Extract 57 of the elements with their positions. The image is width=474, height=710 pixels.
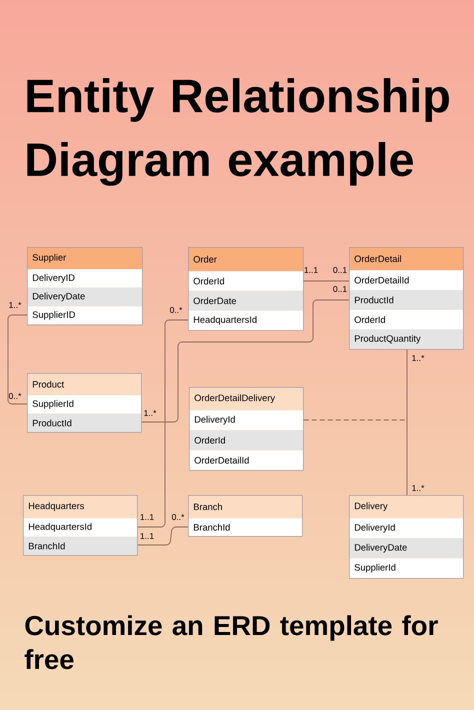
relationship-line [303,280,350,282]
table-row: ProductQuantity [349,329,464,350]
multiplicity-label: 0..* [170,307,182,313]
table-row: SupplierId [349,558,464,578]
multiplicity-label: 1..* [144,410,156,416]
entity-table [189,387,304,471]
multiplicity-label: 0..1 [333,267,347,273]
entity-table [349,495,464,579]
table-row: OrderDetailId [349,270,464,290]
title: Entity Relationship Diagram example [27,78,449,186]
entity-table [188,247,304,331]
multiplicity-label: 1..1 [140,514,154,520]
table-header: Product [27,373,142,396]
table-row: ProductId [349,290,464,310]
table-row: SupplierID [27,306,142,325]
table-row: HeadquartersId [23,518,138,537]
table-row: HeadquartersId [188,310,304,330]
entity-table [188,495,303,537]
relationship-line [406,349,408,496]
table-row: OrderId [188,271,304,291]
multiplicity-label: 0..* [8,393,22,399]
multiplicity-label: 1..1 [140,533,154,539]
relationship-line [141,300,350,422]
table-row: OrderDetailId [189,450,304,470]
multiplicity-label: 0..* [172,514,184,520]
table-row: DeliveryDate [27,288,142,306]
table-row: BranchId [188,518,302,536]
entity-table [349,247,464,350]
table-header: Delivery [349,495,464,518]
table-row: DeliveryID [27,269,142,288]
relationship-line [137,320,188,528]
entity-table [27,247,143,326]
table-row: DeliveryId [349,518,464,538]
multiplicity-label: 1..* [9,302,22,308]
multiplicity-label: 0..1 [333,286,347,292]
table-row: BranchId [23,536,138,556]
caption: Customize an ERD template for free [24,615,438,670]
table-row: OrderId [189,430,304,450]
relationship-line [8,314,28,404]
table-header: Order [188,247,304,272]
multiplicity-label: 1..1 [304,267,318,273]
table-row: ProductId [27,414,142,432]
table-row: SupplierId [27,395,142,414]
entity-table [23,495,138,556]
table-row: DeliveryDate [349,538,464,558]
multiplicity-label: 1..* [412,355,424,361]
entity-table [27,373,142,433]
table-header: Supplier [27,247,142,270]
table-row: OrderDate [188,290,304,311]
table-row: OrderId [349,310,464,330]
relationship-line [137,526,188,546]
multiplicity-label: 1..* [412,485,424,491]
table-header: OrderDetail [349,247,464,270]
table-header: Headquarters [23,495,138,518]
table-header: OrderDetailDelivery [189,387,304,410]
table-row: DeliveryId [189,410,304,430]
table-header: Branch [188,495,302,518]
